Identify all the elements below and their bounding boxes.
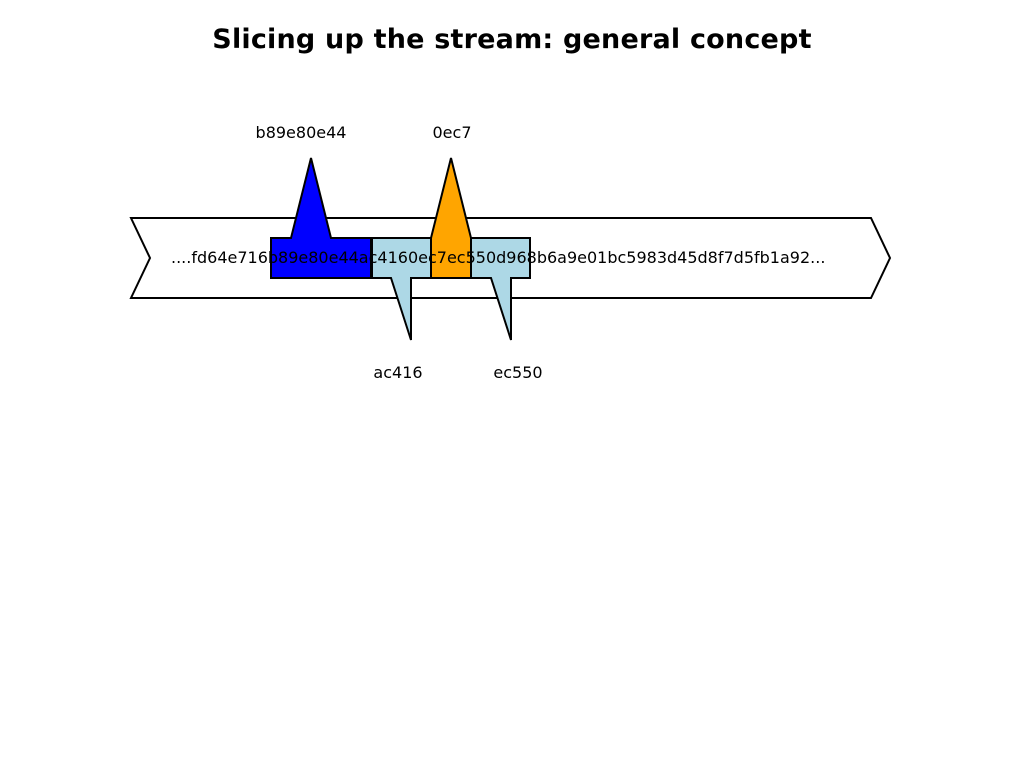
slice-b89e80e44-callout xyxy=(270,157,372,279)
page-title: Slicing up the stream: general concept xyxy=(212,24,812,55)
slice-label-b89e80e44: b89e80e44 xyxy=(256,123,347,142)
stream-text: ....fd64e716b89e80e44ac4160ec7ec550d968b… xyxy=(171,248,825,267)
slice-ec550-callout xyxy=(470,237,531,341)
slice-label-ec550: ec550 xyxy=(493,363,542,382)
slice-label-0ec7: 0ec7 xyxy=(433,123,472,142)
slice-label-ac416: ac416 xyxy=(373,363,422,382)
